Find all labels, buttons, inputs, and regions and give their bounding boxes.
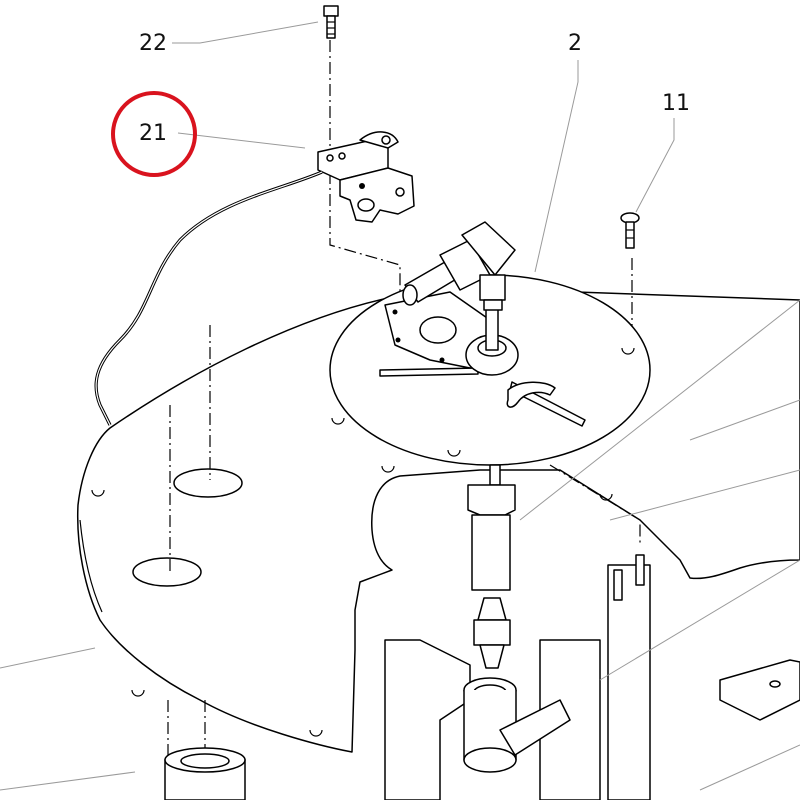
- base-hole-upper: [173, 468, 243, 498]
- shaft-assembly: [467, 464, 516, 669]
- callout-21[interactable]: 21: [139, 121, 167, 146]
- callout-11[interactable]: 11: [662, 91, 690, 116]
- upper-disk: [329, 274, 651, 466]
- callout-2[interactable]: 2: [568, 31, 582, 56]
- screw-11: [620, 212, 640, 249]
- screw-22: [323, 5, 339, 39]
- leader-11: [635, 118, 675, 213]
- sensor-cable: [94, 170, 323, 426]
- leader-lines: [0, 21, 800, 791]
- sensor-bracket: [317, 131, 415, 223]
- base-hole-lower: [132, 557, 202, 587]
- leader-21: [177, 132, 306, 149]
- callout-22[interactable]: 22: [139, 31, 167, 56]
- elbow-fitting: [402, 221, 516, 311]
- lower-housing: [164, 554, 800, 800]
- leader-2: [534, 60, 579, 273]
- highlight-circle: [111, 91, 197, 177]
- leader-22: [172, 21, 319, 44]
- callout-labels: 22 21 2 11: [139, 31, 690, 146]
